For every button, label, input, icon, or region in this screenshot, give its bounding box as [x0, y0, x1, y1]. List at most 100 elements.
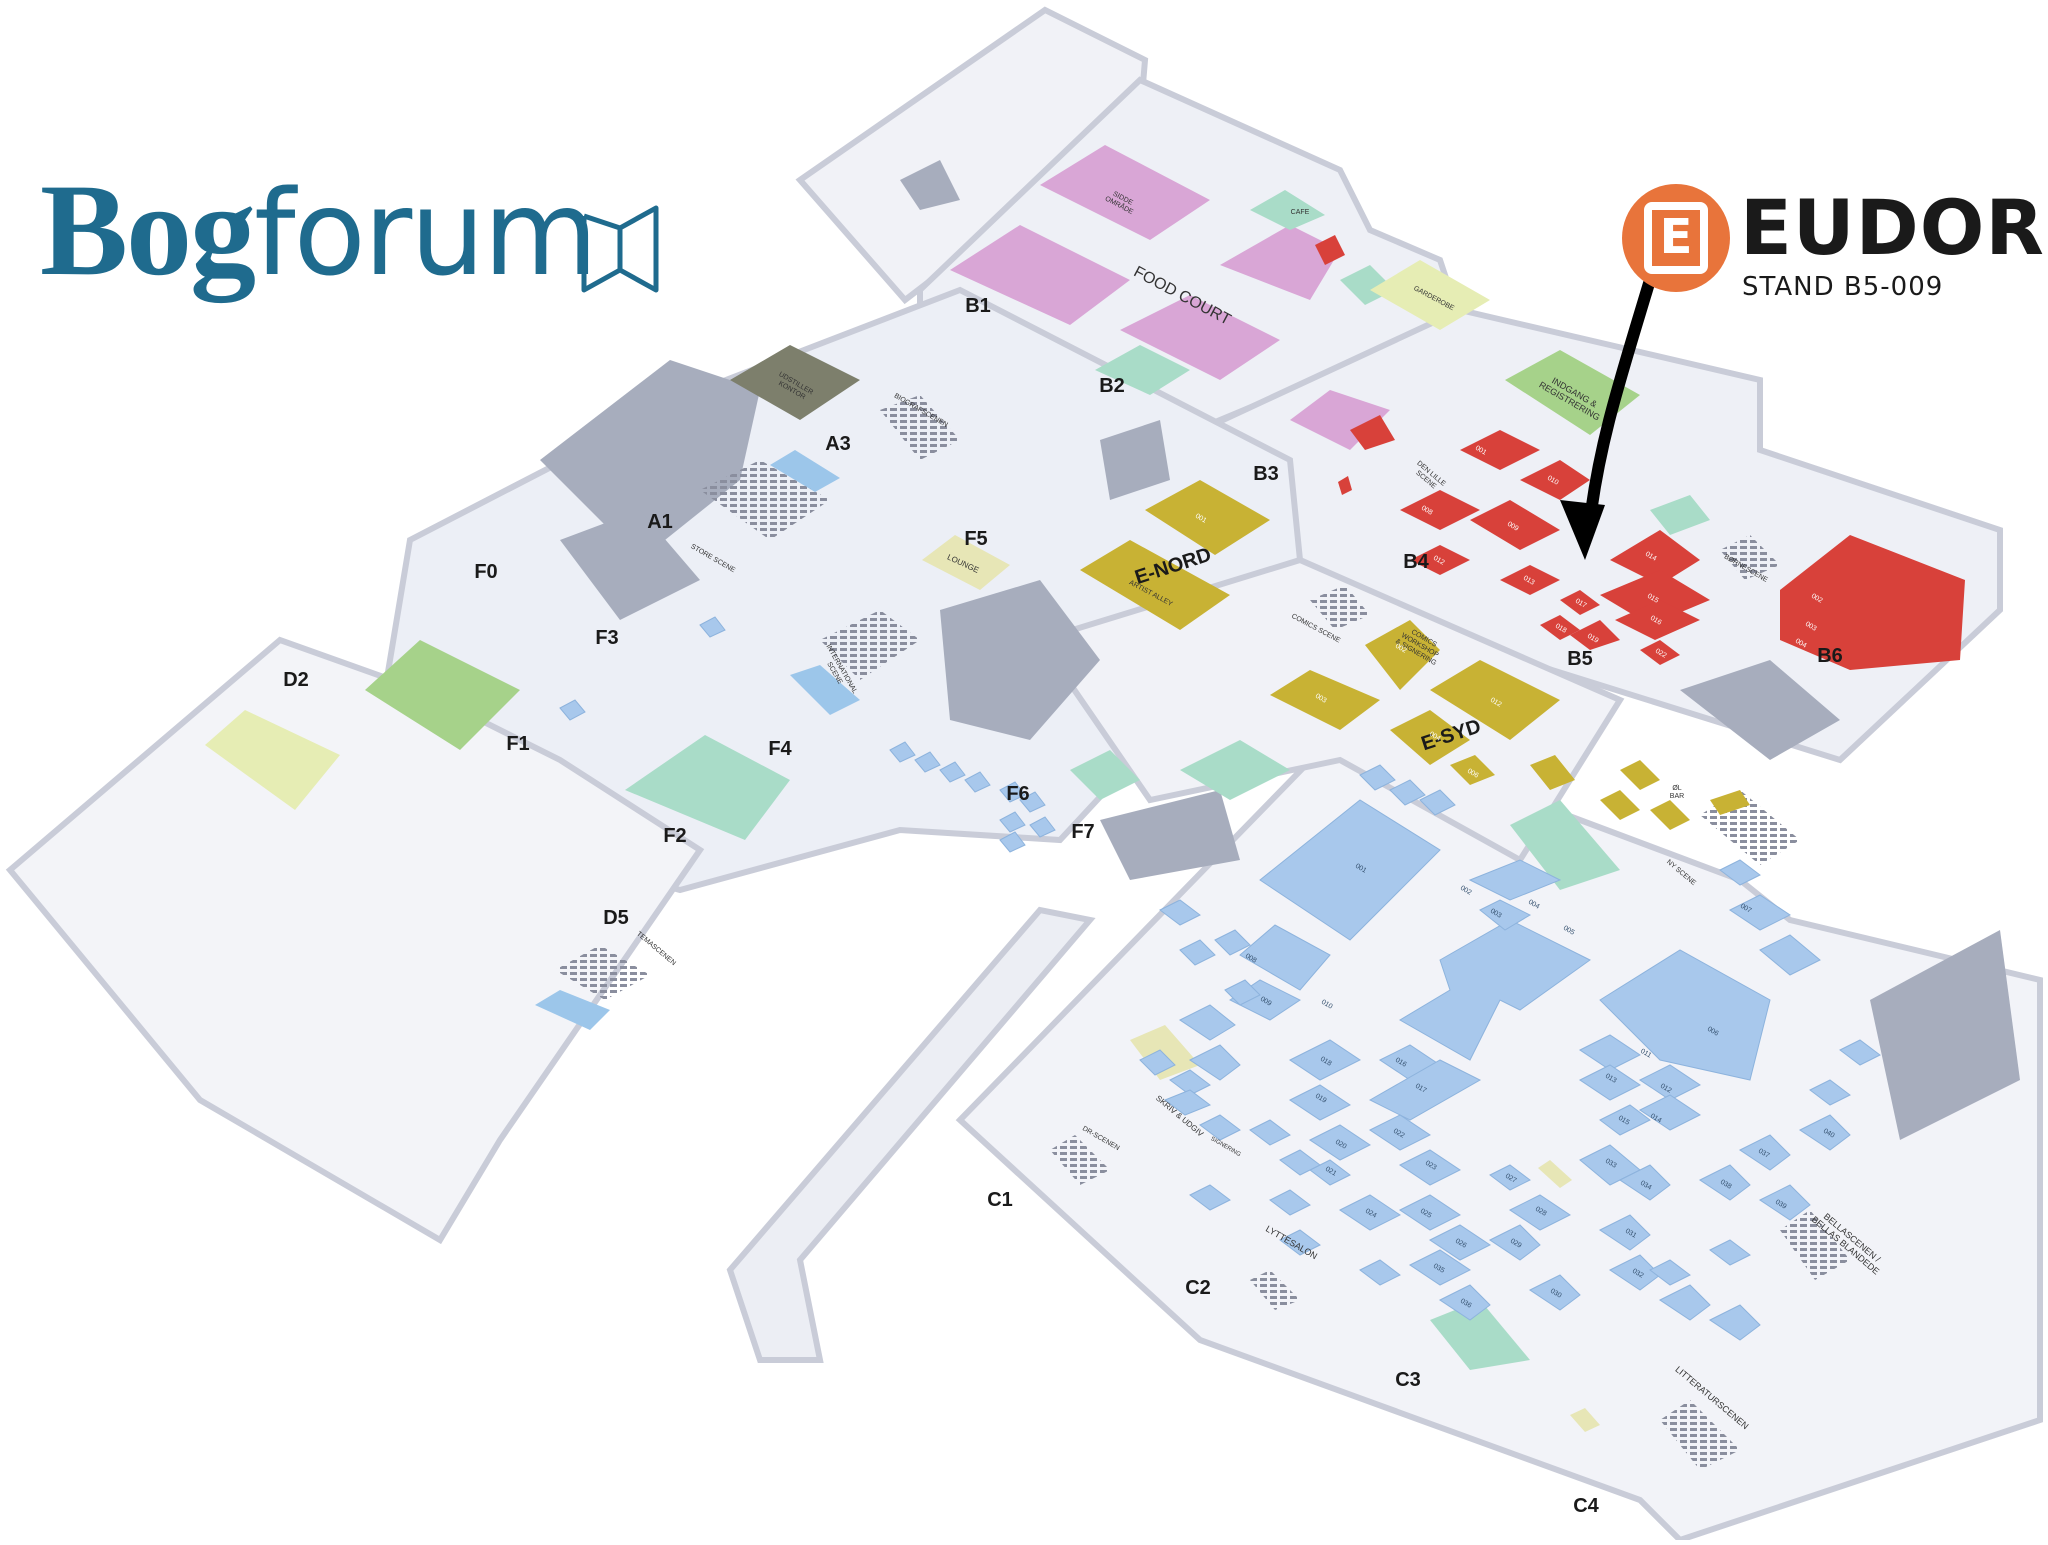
hall-label-f1: F1: [506, 733, 529, 755]
stand-number: 012: [1432, 555, 1446, 567]
stand-number: 014: [1649, 1113, 1663, 1125]
stage-blocks: [535, 450, 860, 1030]
hall-label-c3: C3: [1395, 1369, 1421, 1391]
stand-number: 009: [1506, 521, 1520, 533]
stand-number: 013: [1522, 575, 1536, 587]
stand-number: 003: [1314, 693, 1328, 705]
hall-label-b4: B4: [1403, 551, 1429, 573]
eudor-logo-letter: E: [1644, 202, 1708, 274]
stand-number: 004: [1794, 638, 1808, 650]
stand-number: 015: [1646, 593, 1660, 605]
hall-label-f4: F4: [768, 738, 792, 760]
stand-number: 026: [1454, 1238, 1468, 1250]
cafe-areas: [625, 190, 1710, 1370]
stand-number: 009: [1259, 996, 1273, 1008]
stand-number: 038: [1719, 1179, 1733, 1191]
logo-bold-part: Bog: [40, 156, 256, 303]
stand-number: 022: [1392, 1128, 1406, 1140]
hall-label-d5: D5: [603, 907, 629, 929]
stand-number: 022: [1654, 648, 1668, 660]
logo-wordmark: Bogforum: [40, 140, 598, 323]
stand-number: 027: [1504, 1173, 1518, 1185]
building-blocks: [540, 160, 2020, 1140]
stand-number: 002: [1394, 643, 1408, 655]
stand-number: 011: [1639, 1048, 1652, 1060]
stand-number: 018: [1319, 1056, 1333, 1068]
stand-number: 032: [1631, 1268, 1645, 1280]
seating-areas: [950, 145, 1390, 450]
stand-number: 020: [1334, 1139, 1348, 1151]
stand-number: 006: [1706, 1026, 1720, 1038]
exhibitor-stand: STAND B5-009: [1742, 272, 1944, 302]
bogforum-logo: Bogforum: [40, 140, 659, 323]
hall-label-f2: F2: [663, 825, 686, 847]
area-label-cafe: CAFE: [1291, 209, 1310, 216]
logo-light-part: forum: [254, 164, 598, 302]
hall-label-f6: F6: [1006, 783, 1029, 805]
stand-number: 034: [1639, 1180, 1653, 1192]
stand-number: 007: [1739, 903, 1753, 915]
stand-number: 031: [1624, 1228, 1638, 1240]
hall-label-c2: C2: [1185, 1277, 1211, 1299]
stand-number: 018: [1554, 623, 1568, 635]
stand-number: 033: [1604, 1158, 1618, 1170]
stand-number: 008: [1420, 505, 1434, 517]
stand-pointer-arrow: [1560, 274, 1656, 560]
b-hall-stands: [1315, 235, 1965, 670]
stand-number: 014: [1644, 551, 1658, 563]
area-label-temascenen: TEMASCENEN: [635, 931, 677, 968]
stand-number: 014: [1614, 773, 1628, 785]
stand-number: 013: [1604, 1073, 1618, 1085]
stand-number: 028: [1534, 1206, 1548, 1218]
hall-label-a1: A1: [647, 511, 673, 533]
hall-label-c4: C4: [1573, 1495, 1599, 1517]
stand-number: 016: [1394, 1057, 1408, 1069]
stand-number: 010: [1320, 999, 1334, 1011]
e-hall-stands: [1080, 480, 1750, 830]
stand-number: 005: [1562, 925, 1576, 937]
hall-label-b1: B1: [965, 295, 991, 317]
stand-number: 010: [1546, 475, 1560, 487]
hall-label-f7: F7: [1071, 821, 1094, 843]
eudor-logo-icon: E: [1622, 184, 1730, 292]
hall-label-b3: B3: [1253, 463, 1279, 485]
stand-number: 016: [1649, 615, 1663, 627]
stand-number: 036: [1459, 1298, 1473, 1310]
lounge-areas: [922, 535, 1600, 1432]
stand-number: 012: [1489, 697, 1503, 709]
office-area: [730, 345, 860, 420]
hall-label-f0: F0: [474, 561, 497, 583]
stand-number: 035: [1432, 1263, 1446, 1275]
stand-number: 039: [1774, 1199, 1788, 1211]
hall-label-f3: F3: [595, 627, 618, 649]
stand-number: 019: [1314, 1093, 1328, 1105]
stand-number: 001: [1354, 863, 1368, 875]
stand-number: 030: [1549, 1288, 1563, 1300]
stand-number: 021: [1324, 1166, 1338, 1178]
stand-number: 024: [1364, 1208, 1378, 1220]
hall-label-b5: B5: [1567, 648, 1593, 670]
hall-label-f5: F5: [964, 528, 987, 550]
stand-number: 012: [1659, 1083, 1673, 1095]
stand-number: 003: [1804, 621, 1818, 633]
exhibitor-name: EUDOR: [1740, 183, 2045, 272]
stand-number: 006: [1466, 768, 1480, 780]
stand-number: 004: [1527, 899, 1541, 911]
c-hall-stands: [559, 616, 1881, 1341]
stand-number: 037: [1757, 1148, 1771, 1160]
stand-number: 001: [1194, 513, 1208, 525]
stand-number: 004: [1428, 731, 1442, 743]
stand-number: 015: [1617, 1115, 1631, 1127]
wardrobe-areas: [205, 260, 1490, 810]
stand-number: 017: [1414, 1083, 1428, 1095]
hall-label-d2: D2: [283, 669, 309, 691]
open-book-icon: [581, 205, 659, 293]
stand-number: 002: [1810, 593, 1824, 605]
exhibitor-badge: E EUDOR STAND B5-009: [1622, 180, 2044, 320]
stand-number: 017: [1574, 598, 1588, 610]
stand-number: 040: [1822, 1128, 1836, 1140]
stand-number: 002: [1459, 885, 1473, 897]
